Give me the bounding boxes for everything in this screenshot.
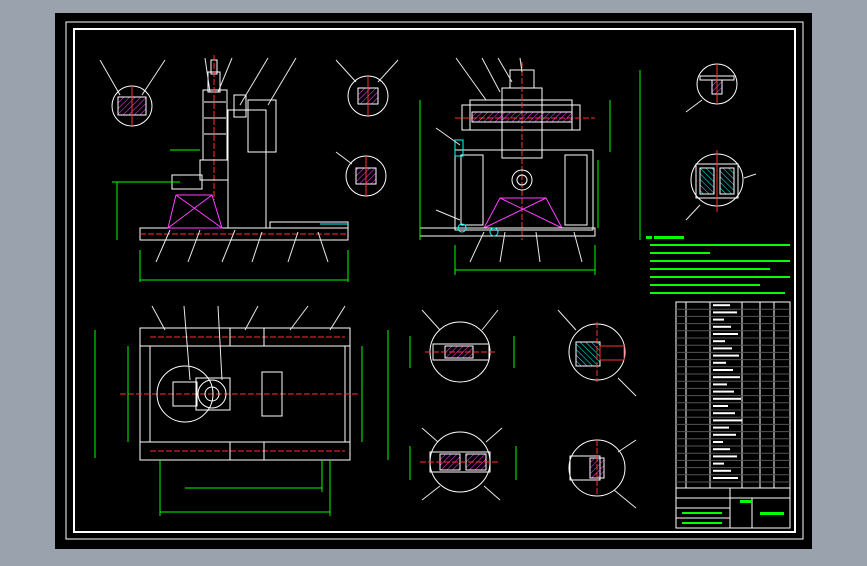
parts-list-cell-stroke — [713, 419, 742, 422]
top-view — [94, 305, 389, 516]
parts-list-cell-stroke — [713, 462, 724, 465]
sheet-outer-border — [65, 21, 804, 540]
parts-list-cell-stroke — [713, 441, 723, 443]
detail-group-top-middle — [335, 59, 399, 197]
side-view — [419, 57, 641, 275]
technical-notes — [646, 236, 790, 294]
parts-list-cell-stroke — [713, 369, 733, 371]
parts-list-cell-stroke — [713, 448, 730, 451]
front-view — [99, 55, 349, 282]
parts-list-cell-stroke — [713, 412, 735, 415]
parts-list-cell-stroke — [713, 426, 729, 429]
parts-list-cell-stroke — [713, 376, 740, 379]
parts-list-cell-stroke — [713, 311, 737, 314]
parts-list-cell-stroke — [713, 333, 738, 335]
detail-group-right — [685, 63, 757, 221]
parts-list-cell-stroke — [713, 347, 732, 350]
parts-list-cell-stroke — [713, 354, 739, 357]
parts-list-cell-stroke — [713, 433, 736, 436]
parts-list-cell-stroke — [713, 318, 724, 321]
detail-group-bottom — [409, 309, 637, 509]
parts-list-cell-stroke — [713, 361, 726, 364]
parts-list-cell-stroke — [713, 455, 737, 458]
parts-list-cell-stroke — [713, 340, 725, 343]
parts-list-table — [675, 301, 791, 489]
parts-list-cell-stroke — [713, 405, 728, 407]
parts-list-cell-stroke — [713, 397, 741, 400]
parts-list-cell-stroke — [713, 383, 727, 386]
parts-list-cell-stroke — [713, 390, 734, 393]
sheet-inner-border — [73, 28, 796, 533]
parts-list-cell-stroke — [713, 304, 730, 307]
parts-list-cell-stroke — [713, 325, 731, 328]
parts-list-cell-stroke — [713, 469, 731, 472]
parts-list-cell-stroke — [713, 477, 738, 479]
sheet-background — [55, 13, 812, 549]
title-block — [675, 487, 791, 529]
